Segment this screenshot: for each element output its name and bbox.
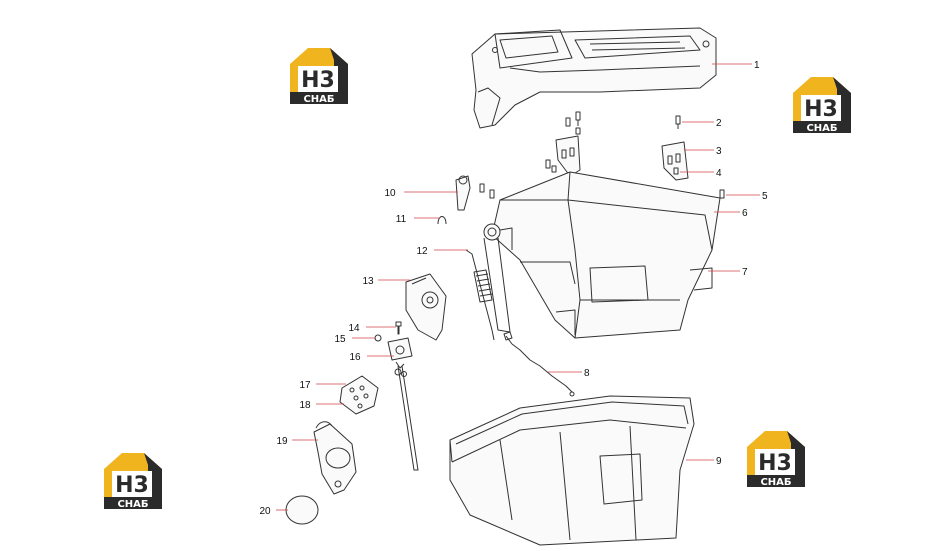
- callout-2: 2: [716, 118, 722, 129]
- part-3-hinge-bracket: [555, 135, 689, 181]
- callout-15: 15: [334, 334, 346, 345]
- callout-14: 14: [348, 323, 360, 334]
- logo-caption: СНАБ: [117, 499, 148, 510]
- logo-bottom-right: H3 СНАБ: [747, 431, 805, 488]
- callout-18: 18: [299, 400, 311, 411]
- logo-mark: H3: [301, 68, 335, 93]
- main-housing-box: [483, 171, 721, 339]
- callout-9: 9: [716, 456, 722, 467]
- callout-3: 3: [716, 146, 722, 157]
- callout-7: 7: [742, 267, 748, 278]
- logo-mark: H3: [758, 451, 792, 476]
- logo-top-right: H3 СНАБ: [793, 77, 851, 134]
- callout-13: 13: [362, 276, 374, 287]
- part-20-round-cap: [285, 495, 319, 525]
- logo-top-left: H3 СНАБ: [290, 48, 348, 105]
- logo-caption: СНАБ: [760, 477, 791, 488]
- callout-5: 5: [762, 191, 768, 202]
- callout-6: 6: [742, 208, 748, 219]
- callout-17: 17: [299, 380, 311, 391]
- callout-20: 20: [259, 506, 271, 517]
- leader-lines: [276, 63, 760, 511]
- part-9-storage-tray: [449, 395, 695, 546]
- callout-4: 4: [716, 168, 722, 179]
- logo-bottom-left: H3 СНАБ: [104, 453, 162, 510]
- part-14-screw: [395, 321, 402, 335]
- callout-11: 11: [396, 214, 407, 225]
- part-17-18-plate: [339, 375, 379, 415]
- callouts: 1 2 3 4 5 6 7 8 9 10 11 12 13 14 15 16 1…: [259, 60, 768, 517]
- part-16-lever: [387, 337, 419, 471]
- callout-19: 19: [276, 436, 288, 447]
- callout-16: 16: [349, 352, 361, 363]
- logo-mark: H3: [804, 97, 838, 122]
- part-13-strut-bracket: [405, 273, 447, 341]
- part-12-spring: [465, 249, 495, 341]
- callout-1: 1: [754, 60, 760, 71]
- part-11-clip: [437, 216, 447, 225]
- callout-10: 10: [384, 188, 396, 199]
- part-1-top-cover: [471, 27, 717, 129]
- logo-mark: H3: [115, 473, 149, 498]
- callout-12: 12: [416, 246, 428, 257]
- logo-caption: СНАБ: [806, 123, 837, 134]
- callout-8: 8: [584, 368, 590, 379]
- part-10-pin: [455, 175, 471, 211]
- logo-caption: СНАБ: [303, 94, 334, 105]
- part-19-cup-holder: [313, 421, 357, 495]
- part-8-cable: [503, 331, 575, 397]
